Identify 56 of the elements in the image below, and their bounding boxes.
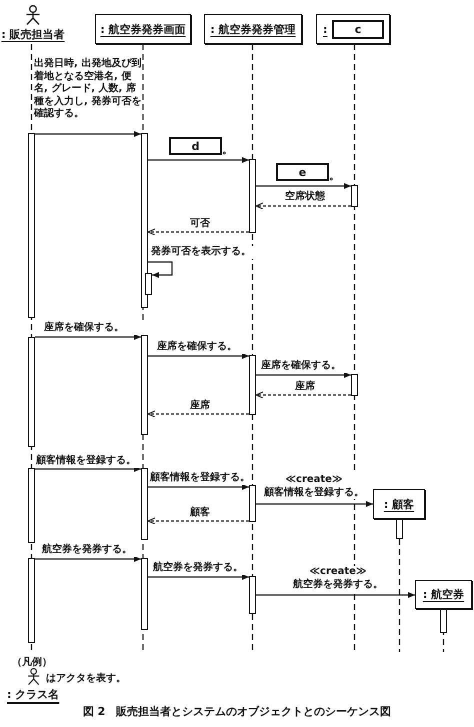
activation-bar	[28, 558, 35, 643]
message-arrow	[148, 261, 173, 278]
period-mark: 。	[329, 168, 340, 183]
object-name: : 航空券	[422, 587, 464, 602]
activation-bar	[351, 185, 358, 207]
message-arrow	[148, 157, 249, 163]
message-arrow	[148, 353, 249, 359]
object-box	[373, 489, 425, 519]
object-name: : 航空券発券管理	[210, 22, 296, 36]
activation-bar	[141, 558, 148, 630]
edge-label: 出発日時, 出発地及び到着地となる空港名, 便名, グレード, 人数, 席種を入力し, 発券可否を確認する。	[34, 58, 142, 120]
activation-bar	[141, 133, 148, 308]
message-arrow	[35, 556, 141, 562]
message-arrow	[148, 484, 249, 490]
activation-bar	[28, 337, 35, 447]
activation-bar	[440, 609, 447, 633]
message-arrow	[256, 501, 373, 507]
activation-bar	[145, 273, 152, 295]
blank-box: c	[332, 20, 384, 39]
edge-label: 顧客情報を登録する。	[36, 455, 140, 468]
object-box	[316, 14, 390, 44]
object-box	[415, 580, 472, 609]
message-arrow	[148, 574, 249, 580]
message-arrow	[256, 372, 351, 378]
message-arrow	[35, 466, 141, 472]
activation-bar	[28, 133, 35, 318]
activation-bar	[351, 374, 358, 396]
activation-bar	[28, 468, 35, 543]
object-name: : 航空券発券画面	[100, 22, 186, 36]
activation-bar	[249, 485, 256, 522]
activation-bar	[249, 355, 256, 415]
figure-caption: 図 2 販売担当者とシステムのオブジェクトとのシーケンス図	[82, 704, 392, 719]
edge-label: 座席を確保する。	[44, 322, 144, 334]
return-arrow	[148, 410, 249, 418]
activation-bar	[249, 159, 256, 233]
message-arrow	[35, 334, 141, 340]
return-arrow	[148, 518, 249, 524]
message-arrow	[35, 131, 141, 137]
period-mark: 。	[222, 142, 233, 157]
return-arrow	[256, 392, 351, 398]
legend-text: はアクタを表す。	[46, 672, 126, 685]
object-box	[95, 14, 191, 44]
activation-bar	[396, 519, 403, 539]
class-name-notation: : クラス名	[7, 687, 60, 702]
return-arrow	[148, 228, 249, 236]
object-name: :	[323, 22, 328, 36]
message-arrow	[256, 183, 351, 189]
activation-bar	[249, 576, 256, 614]
object-name: : 顧客	[384, 496, 414, 512]
activation-bar	[141, 468, 148, 540]
legend-title: （凡例）	[12, 656, 52, 669]
actor-name: : 販売担当者	[1, 27, 65, 42]
message-arrow	[256, 592, 415, 598]
return-arrow	[256, 202, 351, 210]
activation-bar	[141, 335, 148, 435]
object-box	[204, 14, 302, 44]
